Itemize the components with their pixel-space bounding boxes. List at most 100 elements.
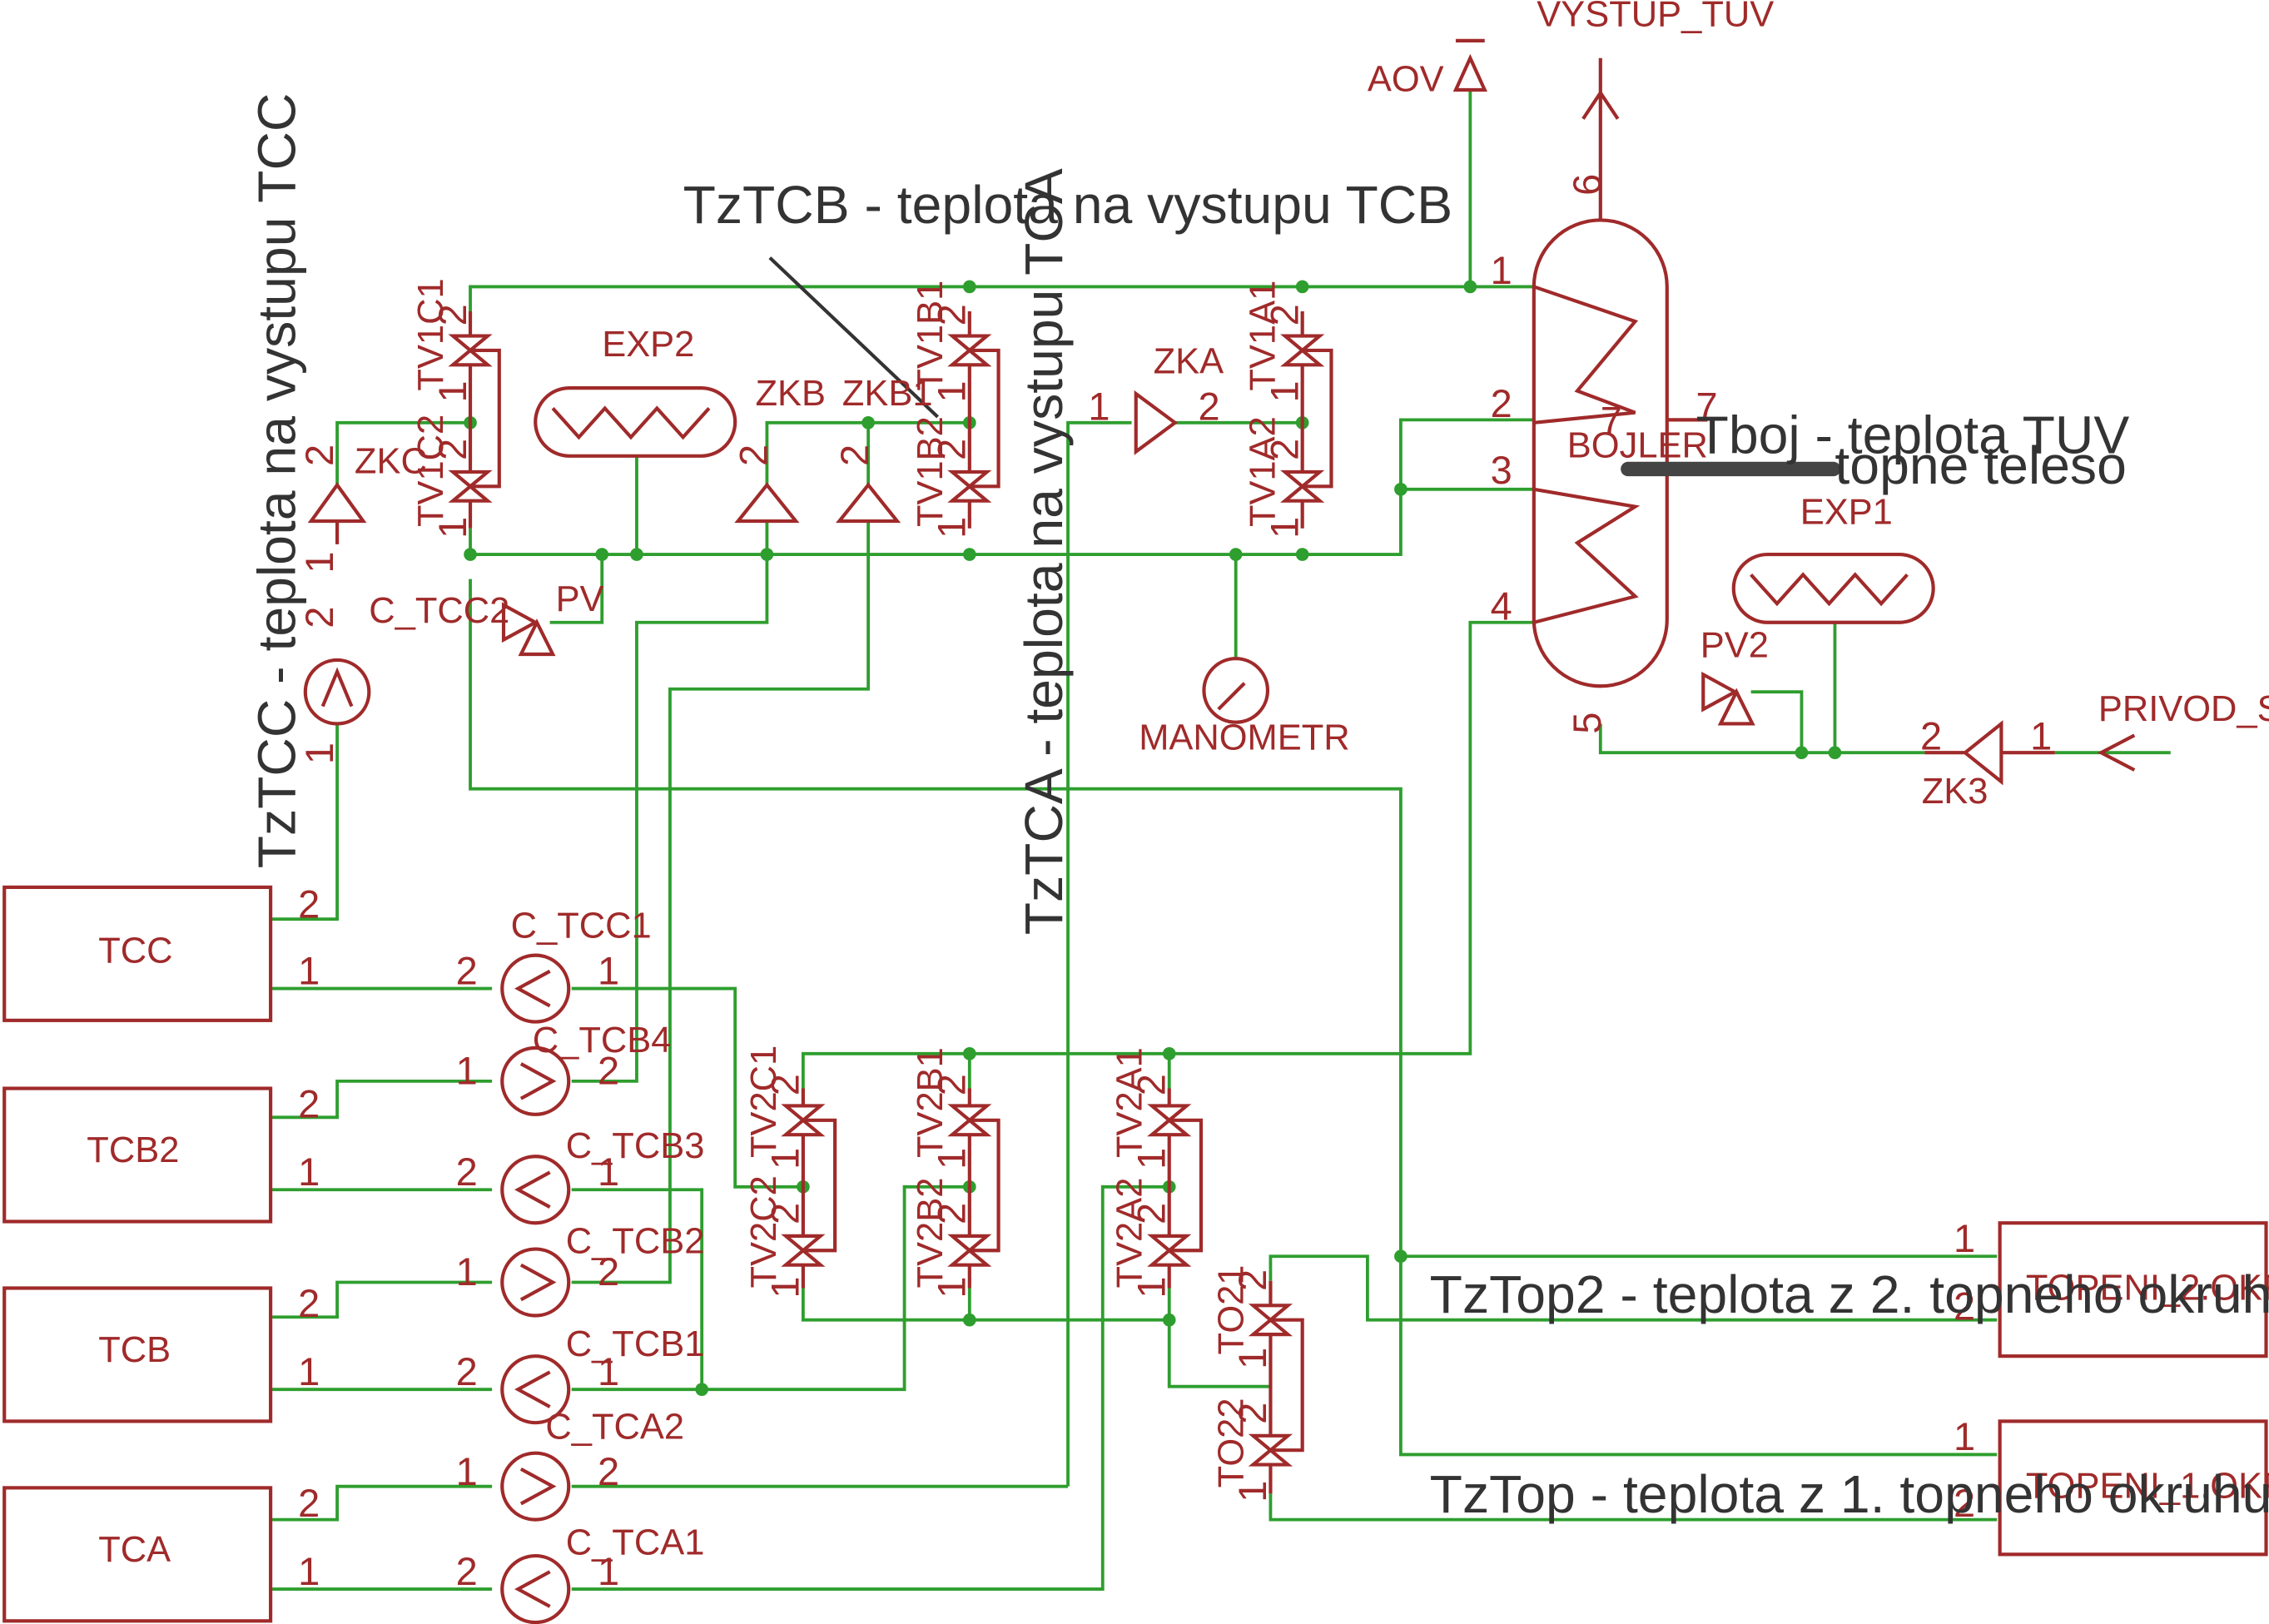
pin-number: 2 <box>931 1074 974 1095</box>
wire-bojler-4 <box>801 620 1534 1089</box>
pin-number: 1 <box>1263 517 1306 539</box>
annotation-tztca: TzTCA - teplota na vystupu TCA <box>1014 168 1074 935</box>
expansion-tanks <box>534 386 1935 624</box>
manometer <box>1202 657 1270 724</box>
label-tv2b1: TV2B1 <box>911 1047 951 1158</box>
check-valve-zkc <box>307 482 367 524</box>
pin-number: 6 <box>1566 174 1609 196</box>
pin-number: 2 <box>764 1203 807 1224</box>
junction-dot <box>1394 1249 1408 1264</box>
pin-number: 1 <box>431 517 474 539</box>
pin-number: 1 <box>764 1148 807 1170</box>
wire-zkb-down <box>571 521 769 1083</box>
pin-number: 2 <box>298 607 341 628</box>
junction-dot <box>1828 746 1842 760</box>
label-c-tca2: C_TCA2 <box>545 1407 684 1447</box>
pump-c-tca1 <box>500 1554 571 1624</box>
wire-pv2 <box>1750 690 1804 753</box>
wire-ctcb3-out <box>571 1188 704 1390</box>
junction-dot <box>1394 482 1408 496</box>
label-tv2b2: TV2B2 <box>911 1178 951 1289</box>
port-aov <box>1452 53 1487 92</box>
wire-zka-in <box>1066 420 1132 1487</box>
label-tv1c1: TV1C1 <box>411 278 451 390</box>
annotation-tztop2: TzTop2 - teplota z 2. topneho okruhu <box>1430 1264 2269 1324</box>
wire-to22-bottom <box>1269 1493 1998 1522</box>
valve-tv1a <box>1280 310 1333 529</box>
wire-tcc2-return <box>469 579 1998 1457</box>
pin-number: 2 <box>298 882 320 926</box>
pin-number: 1 <box>1130 1277 1174 1299</box>
valve-tv1c <box>448 310 501 529</box>
label-vystup-tuv: VYSTUP_TUV <box>1537 0 1774 34</box>
pin-number: 1 <box>431 380 474 402</box>
annotations: TzTCB - teplota na vystupu TCB TzTCC - t… <box>247 93 2269 1524</box>
annotation-tboj: Tboj - teplota TUV <box>1696 405 2130 464</box>
pin-number: 1 <box>1231 1481 1274 1502</box>
junction-dot <box>861 416 875 430</box>
safety-valve-pv <box>501 602 539 643</box>
pin-number: 4 <box>1491 584 1512 628</box>
junction-dot <box>1295 548 1309 561</box>
safety-valve-pv2-b <box>1717 688 1755 726</box>
label-tv2c1: TV2C1 <box>744 1045 784 1158</box>
pin-numbers: 1 2 3 4 5 6 7 7 2 1 2 1 2 1 2 1 2 1 2 1 … <box>298 174 2052 1593</box>
label-c-tca1: C_TCA1 <box>566 1522 705 1562</box>
exp1-tank <box>1731 552 1935 624</box>
ports <box>1452 38 2136 772</box>
box-tcb <box>2 1286 273 1423</box>
valve-pairs <box>448 310 1333 1494</box>
pin-number: 2 <box>298 444 341 466</box>
label-c-tcb2: C_TCB2 <box>566 1222 705 1262</box>
label-tv1b2: TV1B2 <box>911 416 951 527</box>
pin-number: 1 <box>931 517 974 539</box>
pin-number: 2 <box>456 949 478 992</box>
pin-number: 2 <box>298 1282 320 1325</box>
pin-number: 1 <box>1130 1148 1174 1170</box>
label-topeni-1: TOPENI_1.OKRUH <box>2026 1467 2269 1507</box>
pin-number: 2 <box>1263 439 1306 460</box>
wire-top-header <box>469 285 1534 311</box>
pump-c-tcb3 <box>500 1155 571 1225</box>
pin-number: 1 <box>456 1450 478 1493</box>
leader-tztcb <box>768 256 939 419</box>
pin-number: 3 <box>1491 449 1512 492</box>
pin-number: 2 <box>931 304 974 325</box>
annotation-topne: topne teleso <box>1835 435 2126 495</box>
label-c-tcc2: C_TCC2 <box>369 591 509 631</box>
pump-c-tcb2 <box>500 1247 571 1318</box>
pin-number: 1 <box>598 1350 619 1393</box>
pin-number: 7 <box>1601 400 1622 443</box>
pin-number: 2 <box>1231 1269 1274 1291</box>
wire-ctcb1-out <box>571 1184 970 1392</box>
safety-valve-pv-b <box>518 618 556 657</box>
pin-number: 2 <box>833 444 876 466</box>
wire-upper-return <box>469 418 1534 556</box>
safety-valve-pv2 <box>1701 671 1739 713</box>
pin-number: 2 <box>456 1150 478 1194</box>
pin-number: 5 <box>1566 713 1609 734</box>
exp2-tank <box>534 386 737 458</box>
pin-number: 1 <box>931 1148 974 1170</box>
junction-dot <box>1463 280 1477 294</box>
pumps <box>303 658 571 1624</box>
pin-number: 1 <box>1954 1415 1975 1458</box>
pin-number: 1 <box>931 1277 974 1299</box>
box-topeni-1 <box>1998 1419 2268 1557</box>
pin-number: 2 <box>456 1550 478 1593</box>
label-tv2c2: TV2C2 <box>744 1175 784 1288</box>
junction-dot <box>1162 1313 1176 1327</box>
label-zka: ZKA <box>1154 342 1224 382</box>
wires <box>271 87 2171 1591</box>
pin-number: 2 <box>298 1482 320 1525</box>
pin-number: 2 <box>598 1250 619 1294</box>
label-c-tcb3: C_TCB3 <box>566 1126 705 1166</box>
pin-number: 1 <box>598 949 619 992</box>
pin-number: 2 <box>1198 385 1219 428</box>
label-bojler: BOJLER <box>1567 426 1708 466</box>
junction-dot <box>630 548 643 561</box>
pin-number: 2 <box>1130 1074 1174 1095</box>
pin-number: 2 <box>732 444 775 466</box>
wire-zkc-tv1c <box>335 420 471 485</box>
